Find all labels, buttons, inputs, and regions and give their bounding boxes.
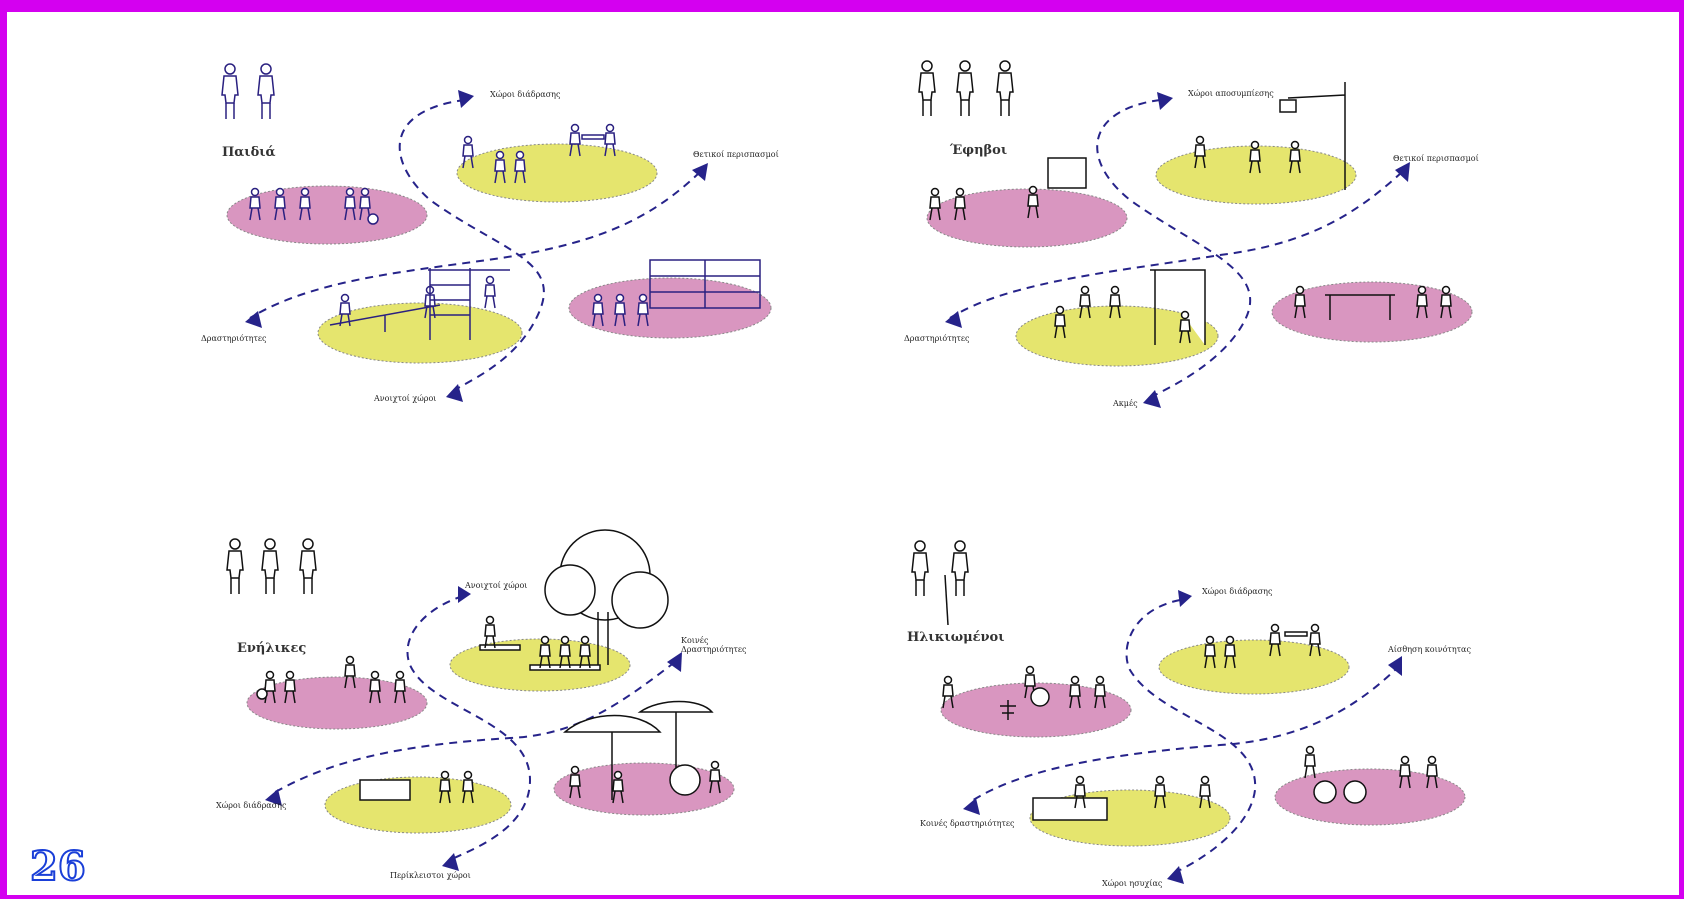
arrow-icon [458,586,471,603]
teens-header-figures [918,60,1014,117]
label-common: Κοινές [681,636,709,645]
label-positive-distractions: Θετικοί περισπασμοί [1393,154,1479,163]
bench-icon [1032,797,1108,821]
label-activities: Δραστηριότητες [904,334,970,343]
panel-teens: Έφηβοι Χώροι αποσυμπίεσης Θετικοί περισπ… [904,60,1479,408]
arrow-icon [1395,162,1410,182]
flow-path-children [249,99,701,391]
arrow-icon [446,384,463,402]
label-positive-distractions: Θετικοί περισπασμοί [693,150,779,159]
basketball-hoop-icon [1279,82,1346,190]
zone-activities [1015,305,1219,367]
label-edges: Ακμές [1112,399,1138,408]
label-sense-of-community: Αίσθηση κοινότητας [1387,645,1471,654]
label-open-spaces: Ανοιχτοί χώροι [373,394,436,403]
plant-icon [1000,700,1016,720]
panel-adults: Ενήλικες Ανοιχτοί χώροι Κοινές Δραστηρ [216,529,747,880]
child-figure-icon [257,63,275,120]
cane-icon [944,574,949,626]
label-open-spaces: Ανοιχτοί χώροι [464,581,527,590]
children-header-figures [221,63,275,120]
bench-icon [529,664,601,671]
elderly-scene-figures [942,623,1438,821]
arrow-icon [442,853,459,871]
flow-path-adults [269,595,676,861]
adults-scene-figures [256,529,721,804]
child-figure-icon [221,63,239,120]
umbrella-icon [563,714,662,800]
label-interaction-spaces: Χώροι διάδρασης [490,90,561,99]
basket-icon [1030,687,1050,707]
label-quiet-spaces: Χώροι ησυχίας [1102,879,1163,888]
teens-scene-figures [929,82,1452,345]
ball-icon [256,688,268,700]
label-activities: Δραστηριότητες [681,645,747,654]
bus-shelter-icon [1150,269,1206,345]
flow-path-elderly [969,599,1401,871]
table-icon [1284,631,1308,637]
panel-title-adults: Ενήλικες [237,641,306,656]
zone-interaction [1158,639,1350,695]
arrow-icon [1157,92,1173,110]
zone-interaction [324,776,512,834]
zone-interaction [456,143,658,203]
arrow-icon [458,90,474,108]
arrow-icon [1167,866,1184,884]
arrow-icon [1388,656,1402,676]
children-scene-figures [249,123,761,340]
panel-title-children: Παιδιά [222,145,276,160]
whiteboard-icon [1047,157,1087,189]
zone-gardening [940,682,1132,738]
ping-pong-table-icon [1325,294,1395,320]
panel-title-elderly: Ηλικιωμένοι [907,630,1005,645]
arrow-icon [945,311,962,328]
flow-path-teens [949,99,1403,396]
arrow-icon [692,163,708,181]
zone-community [1274,768,1466,826]
label-activities: Δραστηριότητες [201,334,267,343]
zone-common [553,762,735,816]
seesaw-icon [329,304,441,332]
arrow-icon [1178,590,1192,607]
climbing-frame-icon [428,268,510,340]
adults-header-figures [226,538,317,595]
zone-learning [926,188,1128,248]
label-interaction-spaces: Χώροι διάδρασης [1202,587,1273,596]
bench-icon [479,644,521,651]
panel-title-teens: Έφηβοι [949,143,1007,158]
arrow-icon [667,652,682,672]
arrow-icon [963,798,980,815]
wheel-icon [1343,780,1367,804]
bench-icon [359,779,411,801]
panel-children: Παιδιά Χώροι διάδρασης Θετικοί περισπασμ… [201,63,779,403]
label-common-activities: Κοινές δραστηριότητες [920,819,1015,828]
table-icon [581,134,605,140]
label-enclosed-spaces: Περίκλειστοι χώροι [390,871,471,880]
label-decompression-spaces: Χώροι αποσυμπίεσης [1188,89,1274,98]
arrow-icon [265,789,282,806]
zone-decompression [1155,145,1357,205]
arrow-icon [1143,390,1161,408]
arrow-icon [245,311,262,328]
label-interaction-spaces: Χώροι διάδρασης [216,801,287,810]
page-number: 26 [30,843,86,890]
elderly-header-figures [911,540,969,626]
cart-wheel-icon [669,764,701,796]
ball-icon [367,213,379,225]
panel-elderly: Ηλικιωμένοι Χώροι διάδρασης Αίσθηση κοιν… [907,540,1471,888]
